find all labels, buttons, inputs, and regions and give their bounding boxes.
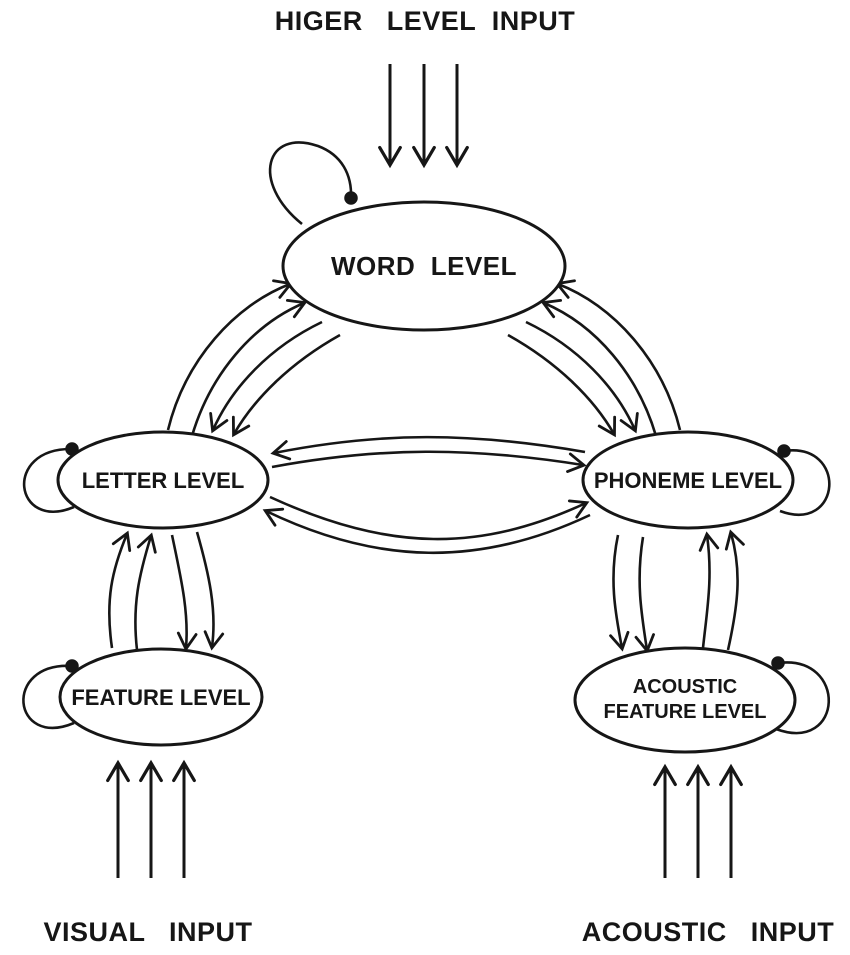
letter-level-node: LETTER LEVEL	[56, 430, 270, 530]
phoneme-level-label: PHONEME LEVEL	[594, 468, 782, 493]
letter-level-label: LETTER LEVEL	[82, 468, 245, 493]
acoustic-feature-level-node: ACOUSTIC FEATURE LEVEL	[573, 646, 797, 754]
feature-level-node: FEATURE LEVEL	[58, 647, 264, 747]
acoustic-feature-self-loop	[771, 656, 831, 735]
edge-phoneme-to-acoustic	[609, 534, 630, 652]
edge-phoneme-to-acoustic	[634, 536, 655, 654]
phoneme-self-loop	[777, 444, 831, 516]
edge-word-to-phoneme	[525, 320, 639, 434]
word-level-ellipse	[281, 200, 567, 332]
higher-level-input-label: HIGER LEVEL INPUT	[275, 6, 576, 36]
edge-word-phoneme	[507, 279, 682, 438]
edge-phoneme-acoustic-feature	[609, 529, 745, 654]
edge-feature-to-letter	[134, 532, 157, 651]
acoustic-feature-level-label-line2: FEATURE LEVEL	[604, 701, 767, 723]
edge-phoneme-to-word	[540, 298, 658, 437]
word-level-label: WORD LEVEL	[331, 251, 517, 281]
higher-level-input-arrows	[378, 64, 469, 169]
edge-letter-to-word	[166, 279, 294, 431]
word-level-node: WORD LEVEL	[281, 200, 567, 332]
letter-self-loop	[22, 442, 79, 513]
word-self-loop	[268, 141, 358, 226]
edge-word-letter	[166, 279, 341, 438]
letter-level-ellipse	[56, 430, 270, 530]
acoustic-feature-level-label-line1: ACOUSTIC	[633, 676, 737, 698]
edge-phoneme-to-letter	[270, 435, 586, 461]
edge-acoustic-to-phoneme	[698, 531, 720, 649]
edge-letter-phoneme	[262, 435, 591, 555]
phoneme-level-node: PHONEME LEVEL	[581, 430, 795, 530]
visual-input-label: VISUAL INPUT	[43, 917, 252, 947]
phoneme-level-ellipse	[581, 430, 795, 530]
edge-letter-to-feature	[170, 534, 198, 652]
edge-phoneme-to-word	[554, 279, 682, 431]
feature-self-loop	[22, 659, 79, 730]
edge-letter-to-feature	[195, 531, 225, 651]
edge-letter-to-phoneme	[271, 450, 587, 473]
feature-level-ellipse	[58, 647, 264, 747]
acoustic-input-label: ACOUSTIC INPUT	[582, 917, 835, 947]
acoustic-input-arrows	[653, 763, 743, 878]
edge-word-to-phoneme	[507, 333, 617, 438]
feature-level-label: FEATURE LEVEL	[71, 685, 250, 710]
acoustic-feature-level-ellipse	[573, 646, 797, 754]
edge-feature-to-letter	[107, 530, 132, 649]
edge-letter-to-phoneme	[269, 495, 590, 541]
edge-letter-to-word	[190, 298, 308, 437]
visual-input-arrows	[106, 759, 196, 878]
edge-acoustic-to-phoneme	[724, 529, 745, 651]
edge-phoneme-to-letter	[262, 507, 591, 555]
edge-word-to-letter	[209, 320, 323, 434]
edge-word-to-letter	[231, 333, 341, 438]
edge-letter-feature	[107, 530, 225, 652]
